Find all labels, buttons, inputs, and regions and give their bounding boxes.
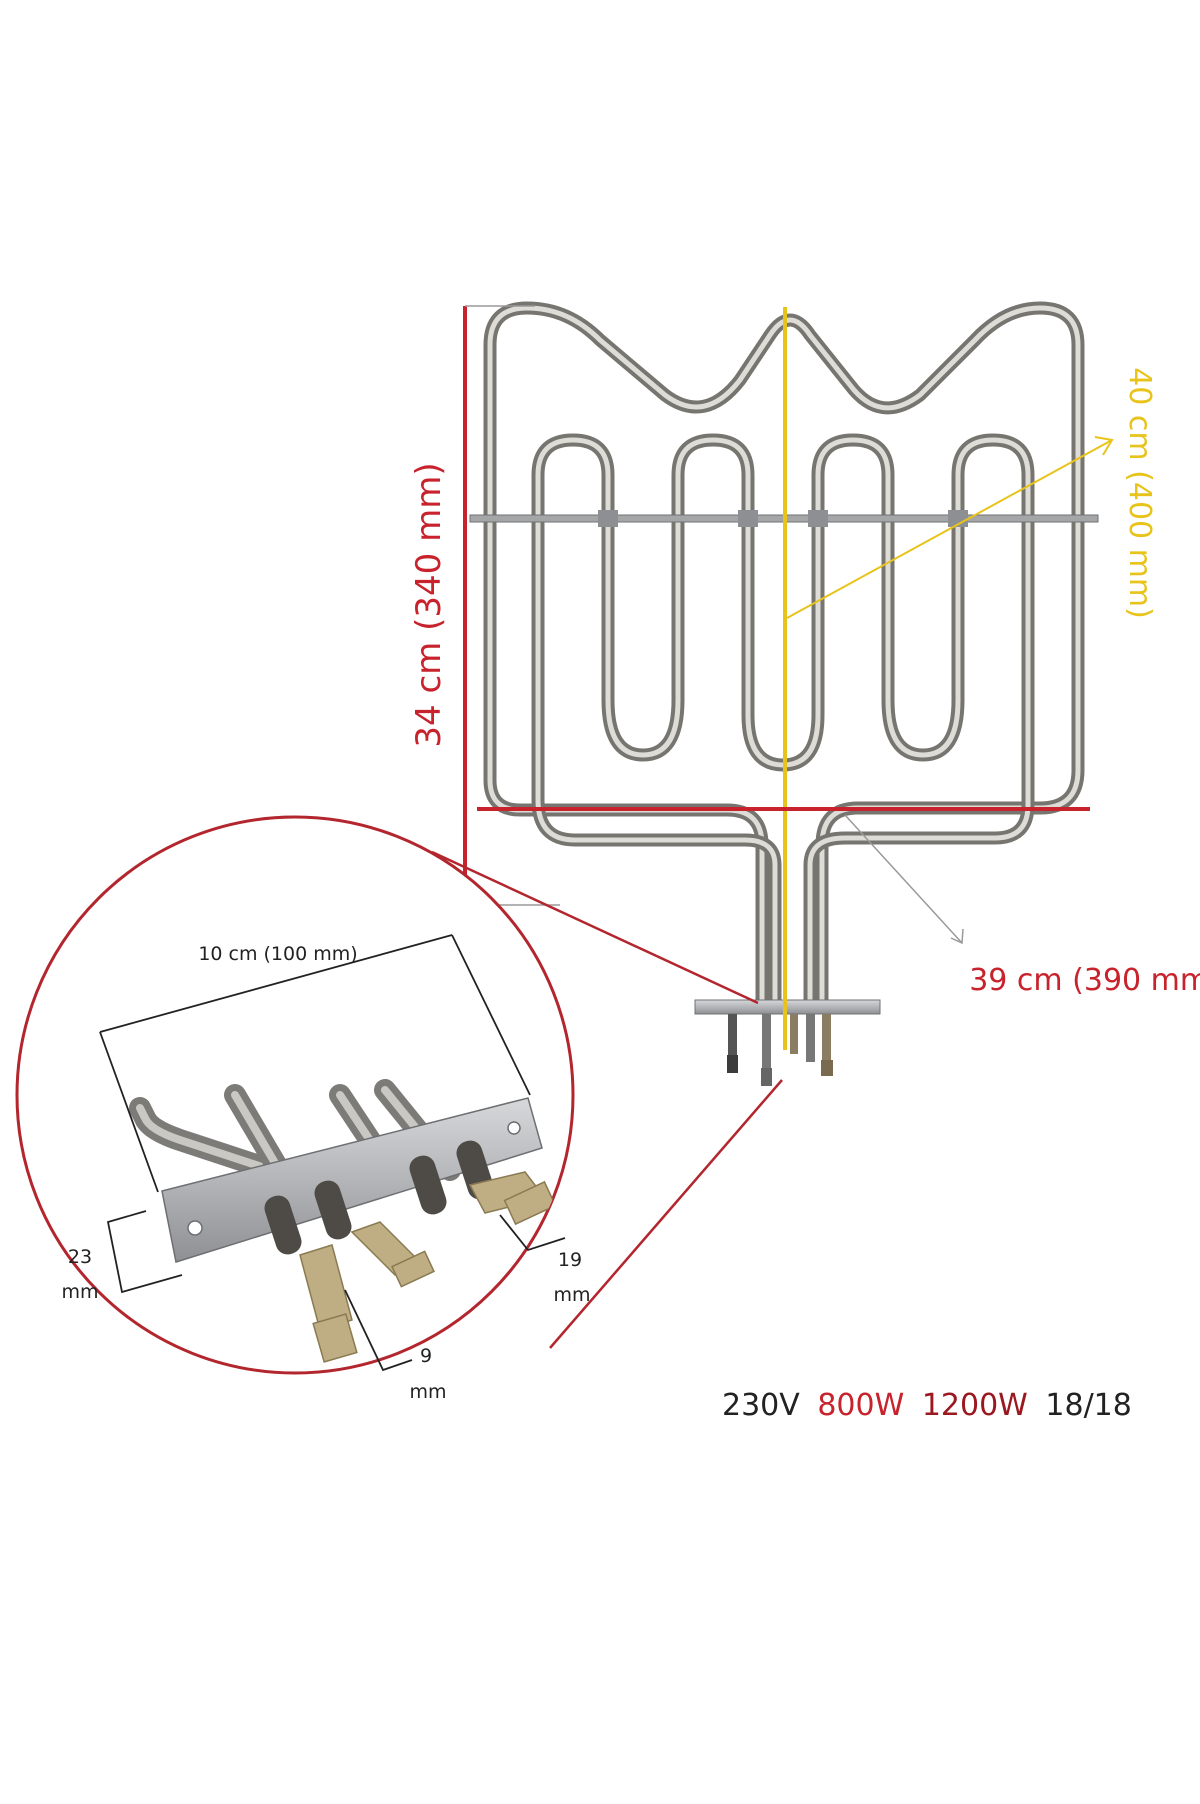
terminal-width-value: 9 bbox=[420, 1345, 432, 1367]
width-label: 39 cm (390 mm) bbox=[969, 963, 1200, 998]
plate-height-unit: mm bbox=[61, 1281, 98, 1303]
height-dimension: 34 cm (340 mm) bbox=[409, 305, 560, 906]
terminal-closeup bbox=[129, 1079, 557, 1363]
terminal-spacing-unit: mm bbox=[553, 1284, 590, 1306]
closeup-dimensions bbox=[99, 934, 566, 1372]
plate-length-label: 10 cm (100 mm) bbox=[198, 943, 357, 965]
height-label: 34 cm (340 mm) bbox=[409, 462, 449, 747]
power-high-spec: 1200W bbox=[922, 1388, 1028, 1423]
specs-line: 230V 800W 1200W 18/18 bbox=[722, 1388, 1132, 1423]
voltage-spec: 230V bbox=[722, 1388, 800, 1423]
callout-connector bbox=[431, 850, 783, 1349]
detail-view: 10 cm (100 mm) 23 mm 19 mm 9 mm bbox=[15, 815, 591, 1403]
steel-grade-spec: 18/18 bbox=[1045, 1388, 1131, 1423]
terminal-block bbox=[694, 999, 881, 1086]
width-dimension: 39 cm (390 mm) bbox=[477, 807, 1200, 998]
plate-height-value: 23 bbox=[68, 1246, 92, 1268]
power-low-spec: 800W bbox=[817, 1388, 904, 1423]
terminal-spacing-value: 19 bbox=[558, 1249, 582, 1271]
depth-dimension: 40 cm (400 mm) bbox=[783, 307, 1157, 1050]
depth-label: 40 cm (400 mm) bbox=[1122, 367, 1157, 619]
heating-element-tube bbox=[483, 301, 1085, 1012]
terminal-width-unit: mm bbox=[409, 1381, 446, 1403]
